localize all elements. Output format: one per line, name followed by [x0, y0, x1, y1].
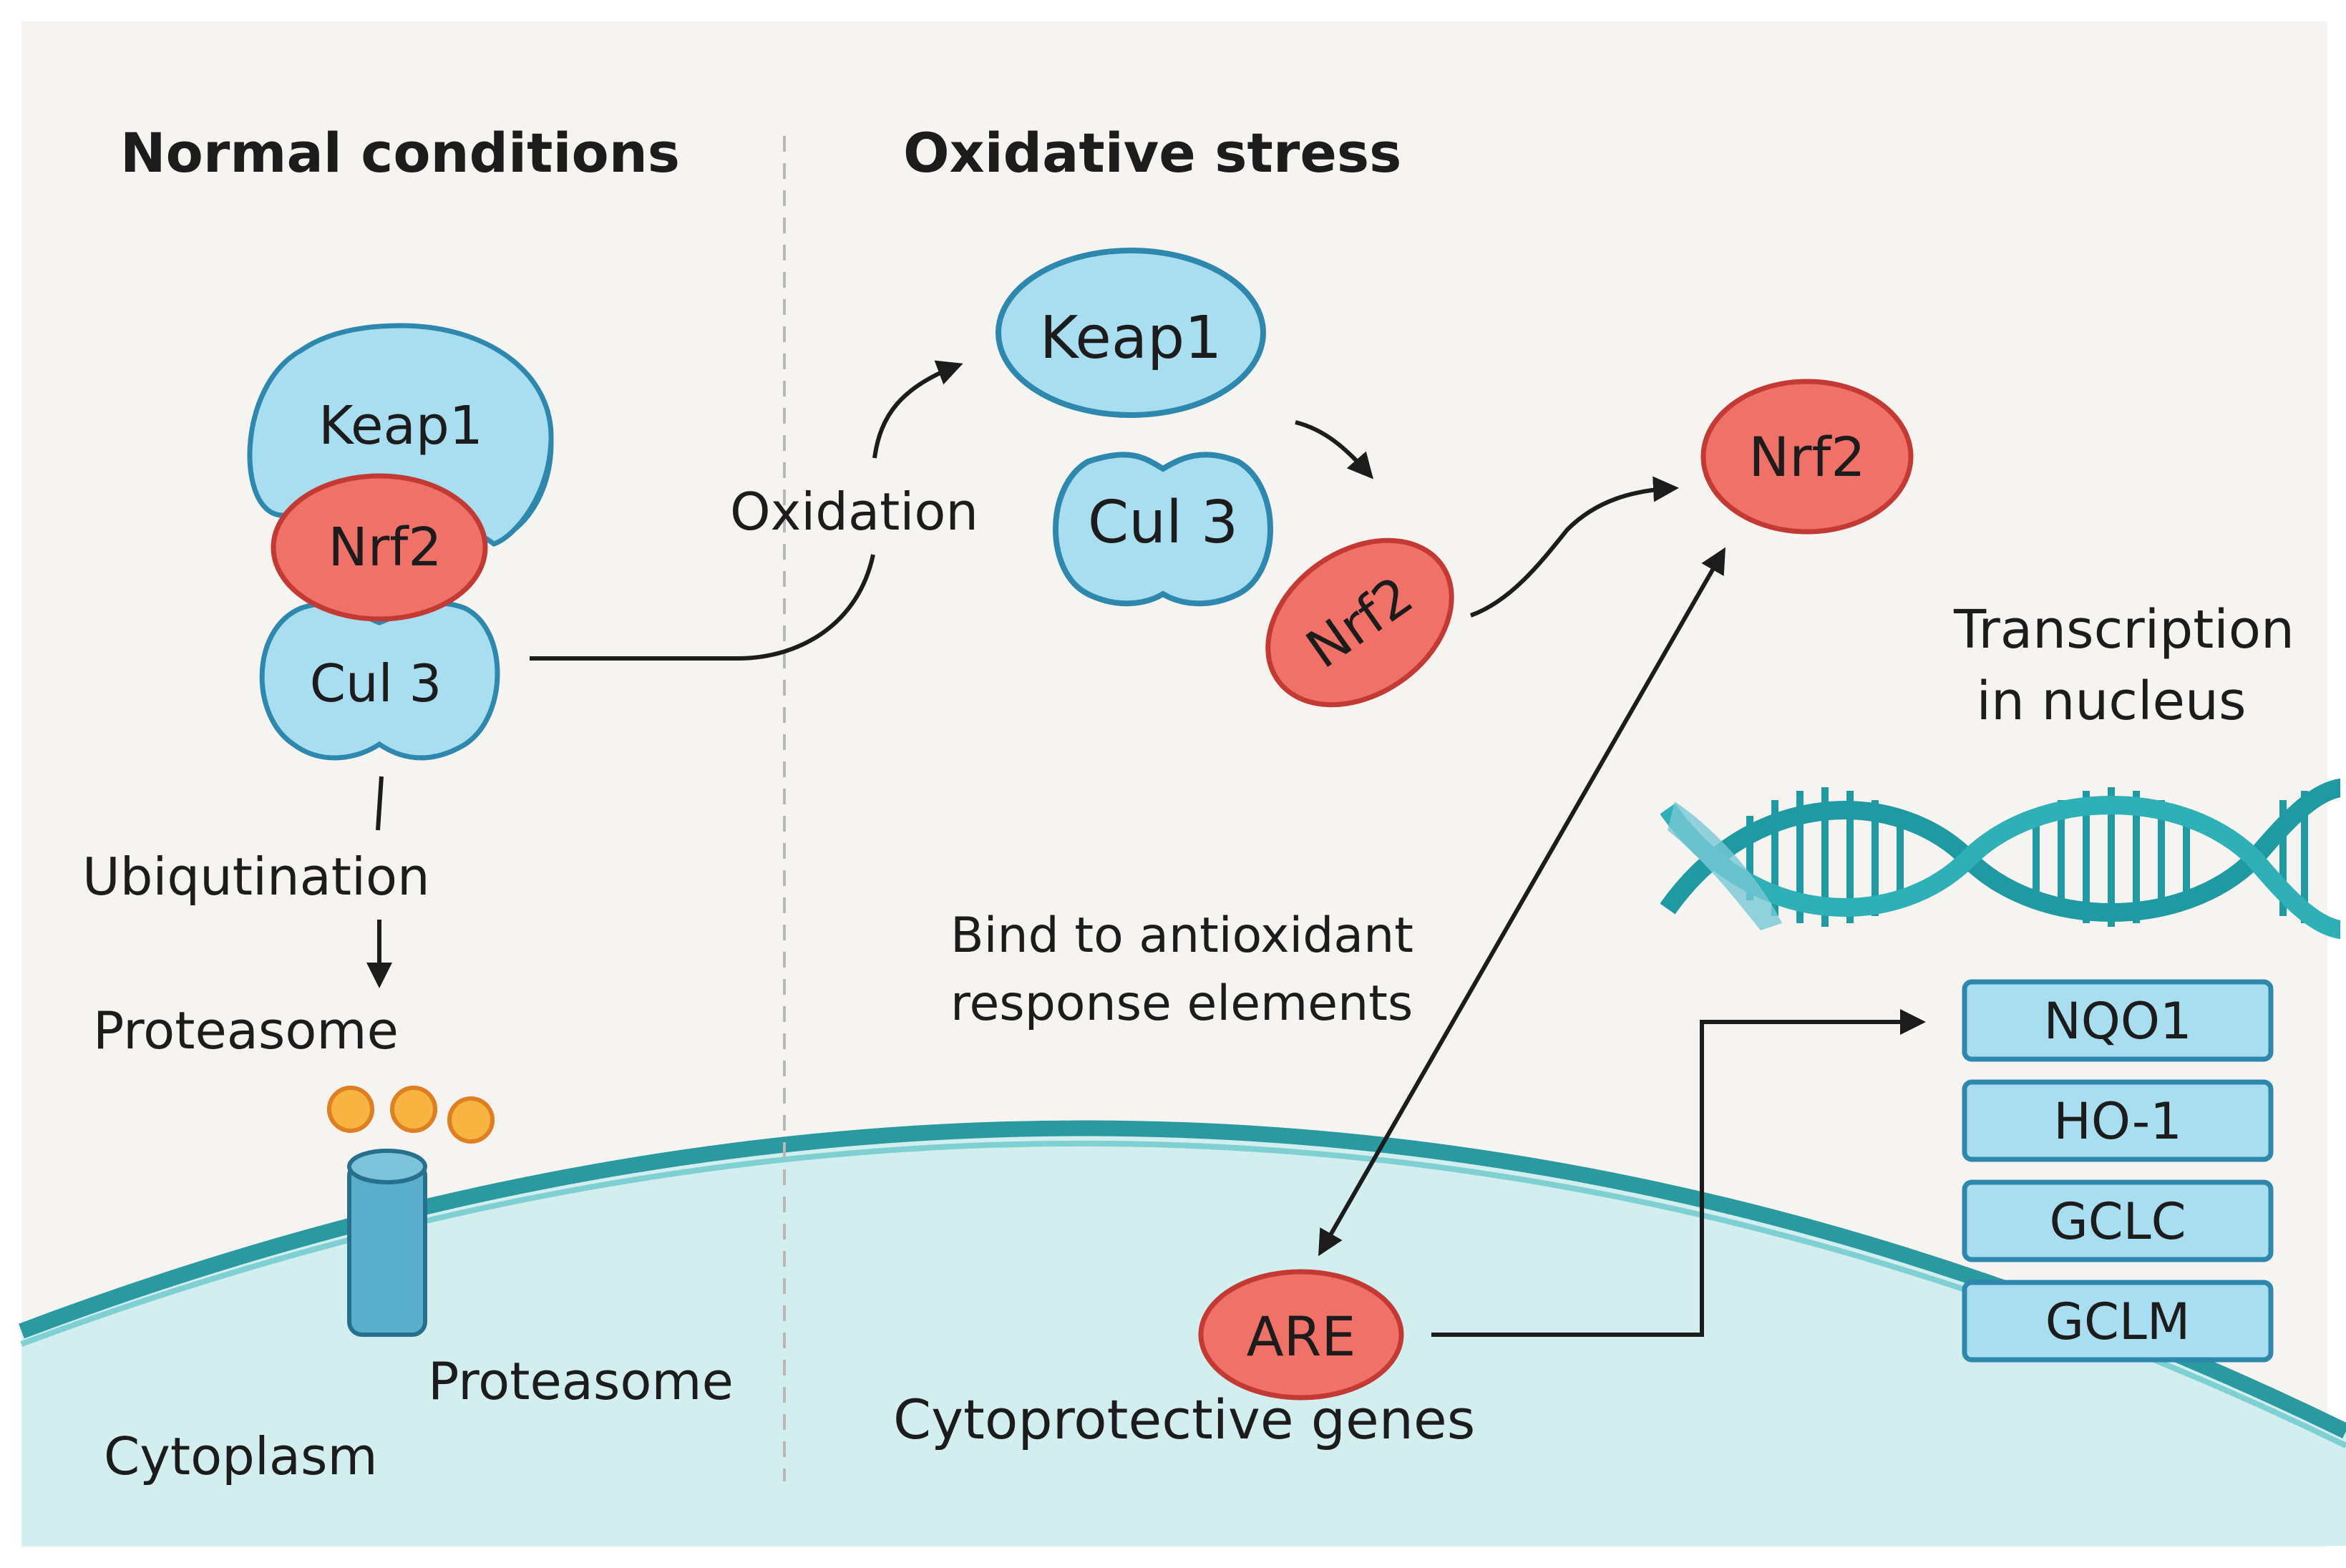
bind-label-line1: Bind to antioxidant — [950, 907, 1413, 964]
are-to-genes-arrow — [1431, 1009, 1926, 1337]
complex-to-oxidation-connector — [530, 554, 875, 661]
keap1-label-oxidized: Keap1 — [1040, 304, 1222, 372]
transcription-label-line1: Transcription — [1953, 599, 2294, 661]
keap1-to-nrf2-arrow — [1295, 420, 1373, 479]
heading-normal-conditions: Normal conditions — [120, 121, 680, 185]
nrf2-are-double-arrow — [1318, 547, 1726, 1257]
are-label: ARE — [1247, 1305, 1356, 1368]
nrf2-nucleus-shape — [1700, 379, 1914, 535]
gene-label-gclc: GCLC — [2050, 1192, 2186, 1251]
ubiquitination-label: Ubiqutination — [82, 847, 430, 907]
transcription-label-line2: in nucleus — [1976, 671, 2246, 732]
oxidation-to-keap1-arrow — [872, 360, 963, 459]
oxidation-label: Oxidation — [730, 482, 978, 542]
complex-to-ubiquitination-arrow — [376, 776, 384, 831]
proteasome-icon — [327, 1086, 495, 1337]
gene-box-nqo1 — [1962, 979, 2274, 1062]
are-shape — [1198, 1269, 1404, 1401]
gene-label-gclm: GCLM — [2045, 1292, 2191, 1351]
cul3-free-shape — [1053, 452, 1273, 607]
gene-list: NQO1 HO-1 GCLC GCLM — [1962, 979, 2274, 1363]
cytoplasm-label: Cytoplasm — [104, 1426, 378, 1486]
cul3-label-normal: Cul 3 — [310, 653, 442, 714]
nrf2-label-normal: Nrf2 — [328, 517, 442, 578]
gene-box-gclc — [1962, 1179, 2274, 1262]
nrf2-shape — [271, 473, 488, 622]
cytoprotective-genes-label: Cytoprotective genes — [893, 1388, 1475, 1451]
gene-box-gclm — [1962, 1280, 2274, 1363]
gene-label-ho1: HO-1 — [2053, 1092, 2181, 1151]
cul3-label-free: Cul 3 — [1088, 489, 1238, 557]
gene-label-nqo1: NQO1 — [2043, 992, 2191, 1051]
keap1-oxidized-shape — [996, 248, 1266, 418]
keap1-label-normal: Keap1 — [318, 395, 483, 457]
proteasome-label-top: Proteasome — [93, 1000, 399, 1061]
heading-oxidative-stress: Oxidative stress — [903, 121, 1401, 185]
proteasome-label-bottom: Proteasome — [428, 1351, 734, 1411]
bind-label-line2: response elements — [950, 975, 1413, 1032]
gene-box-ho1 — [1962, 1079, 2274, 1162]
nrf2-label-nucleus: Nrf2 — [1748, 425, 1865, 489]
keap1-nrf2-cul3-complex — [247, 323, 554, 761]
